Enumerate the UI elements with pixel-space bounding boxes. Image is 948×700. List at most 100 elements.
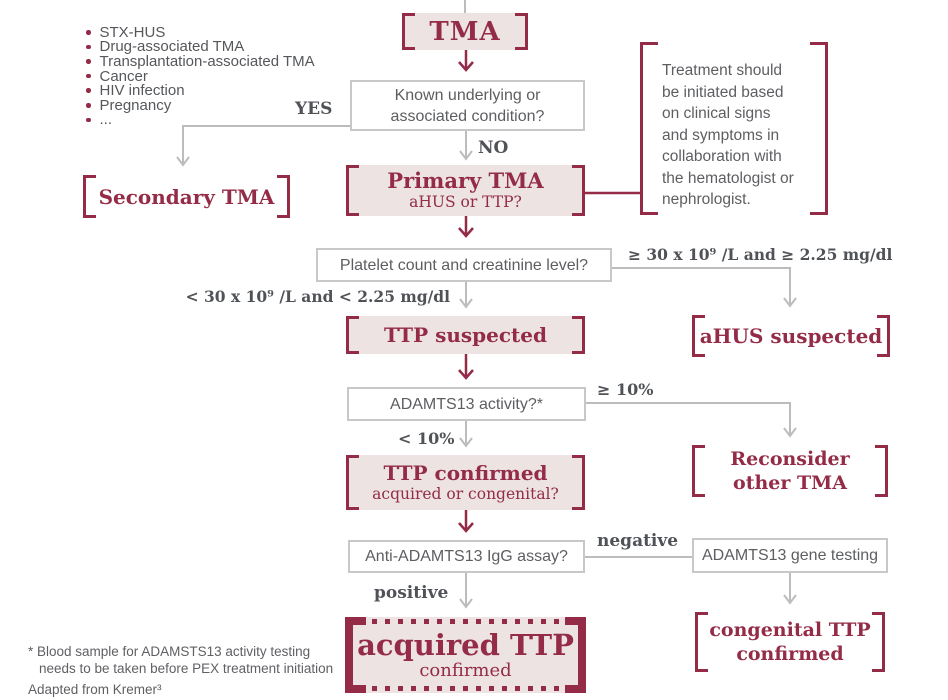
bracket-left [83, 175, 96, 218]
secondary-causes-list: STX-HUS Drug-associated TMA Transplantat… [86, 23, 315, 129]
bracket-right [572, 165, 585, 216]
question-line: Platelet count and creatinine level? [339, 256, 589, 274]
bracket-right [572, 316, 585, 354]
node-title-line: confirmed [736, 643, 844, 665]
question-line: Anti-ADAMTS13 IgG assay? [365, 548, 568, 565]
node-tma: TMA [402, 13, 528, 50]
cause-label: STX-HUS [99, 23, 166, 41]
note-line: the hematologist or [662, 169, 794, 187]
bracket-left [346, 165, 359, 216]
footnote-line: * Blood sample for ADAMSTS13 activity te… [28, 644, 311, 659]
list-item: ... [86, 111, 315, 129]
bullet-icon [86, 30, 91, 35]
node-primary-tma: Primary TMA aHUS or TTP? [346, 165, 585, 216]
node-subtitle: acquired or congenital? [372, 485, 559, 503]
node-gene-testing: ADAMTS13 gene testing [692, 538, 888, 573]
footnote-line: needs to be taken before PEX treatment i… [39, 661, 334, 676]
bullet-icon [86, 73, 91, 79]
branch-label-no: NO [478, 138, 509, 158]
node-ttp-suspected: TTP suspected [346, 316, 585, 354]
bullet-icon [86, 88, 91, 93]
cause-label: Cancer [99, 67, 148, 85]
note-line: nephrologist. [662, 191, 751, 208]
node-title: TTP suspected [384, 323, 547, 347]
list-item: HIV infection [86, 82, 315, 100]
bracket-left [402, 13, 415, 50]
cause-label: ... [99, 111, 113, 129]
branch-label-low-values: < 30 x 10⁹ /L and < 2.25 mg/dl [185, 287, 450, 306]
bracket-right [877, 315, 890, 357]
cause-label: Pregnancy [99, 96, 172, 114]
bracket-left [640, 42, 658, 215]
list-item: STX-HUS [86, 23, 315, 41]
branch-label-ge10: ≥ 10% [597, 380, 654, 399]
bracket-left [346, 316, 359, 354]
note-text: Treatment should be initiated based on c… [662, 60, 794, 211]
bracket-right [810, 42, 828, 215]
bracket-right [872, 612, 885, 672]
footnote-asterisk: * Blood sample for ADAMSTS13 activity te… [28, 643, 333, 677]
note-line: and symptoms in [662, 126, 780, 144]
branch-label-high-values: ≥ 30 x 10⁹ /L and ≥ 2.25 mg/dl [628, 245, 893, 264]
node-title-line: congenital TTP [709, 619, 871, 641]
bullet-icon [86, 44, 91, 50]
list-item: Cancer [86, 67, 315, 85]
bracket-right [515, 13, 528, 50]
node-title: Secondary TMA [98, 184, 275, 209]
node-title-line: Reconsider [730, 448, 850, 470]
node-title: TMA [429, 16, 501, 47]
footnote-source: Adapted from Kremer³ [28, 682, 162, 697]
cause-label: Drug-associated TMA [99, 38, 245, 56]
treatment-note: Treatment should be initiated based on c… [640, 42, 828, 215]
list-item: Transplantation-associated TMA [86, 52, 315, 70]
node-subtitle: aHUS or TTP? [409, 193, 522, 211]
branch-label-lt10: < 10% [398, 429, 455, 448]
bracket-left [695, 612, 708, 672]
node-adamts13-activity-question: ADAMTS13 activity?* [347, 387, 586, 421]
bracket-right [277, 175, 290, 218]
node-title: Primary TMA [387, 168, 544, 193]
note-line: on clinical signs [662, 105, 771, 122]
bracket-right [875, 445, 888, 497]
node-title: TTP confirmed [383, 461, 548, 485]
node-known-condition-question: Known underlying or associated condition… [350, 80, 585, 131]
list-item: Drug-associated TMA [86, 38, 315, 56]
node-subtitle: confirmed [419, 659, 512, 681]
bracket-right [572, 455, 585, 510]
bracket-left [346, 455, 359, 510]
node-anti-adamts13-question: Anti-ADAMTS13 IgG assay? [348, 540, 585, 573]
dotted-border-top [372, 619, 559, 624]
bracket-right [565, 617, 586, 693]
list-item: Pregnancy [86, 96, 315, 114]
node-ttp-confirmed: TTP confirmed acquired or congenital? [346, 455, 585, 510]
node-title: acquired TTP [357, 627, 574, 662]
note-line: collaboration with [662, 148, 782, 165]
branch-label-negative: negative [597, 531, 679, 551]
question-line: ADAMTS13 activity?* [390, 395, 543, 413]
bullet-icon [86, 59, 91, 64]
cause-label: Transplantation-associated TMA [99, 52, 315, 70]
note-line: Treatment should [662, 62, 783, 79]
node-title: aHUS suspected [699, 324, 883, 348]
bracket-left [345, 617, 366, 693]
node-acquired-ttp-confirmed: acquired TTP confirmed [345, 617, 586, 693]
branch-label-yes: YES [295, 99, 333, 119]
node-platelet-question: Platelet count and creatinine level? [316, 248, 612, 282]
bracket-left [692, 315, 705, 357]
cause-label: HIV infection [99, 82, 185, 100]
node-reconsider-other-tma: Reconsider other TMA [692, 445, 888, 497]
question-line: Known underlying or [394, 86, 541, 104]
bullet-icon [86, 103, 91, 108]
branch-label-positive: positive [374, 583, 449, 603]
node-title-line: other TMA [733, 472, 847, 494]
question-line: ADAMTS13 gene testing [701, 547, 879, 564]
node-ahus-suspected: aHUS suspected [692, 315, 890, 357]
note-line: be initiated based [662, 83, 784, 101]
question-line: associated condition? [390, 107, 545, 125]
bracket-left [692, 445, 705, 497]
dotted-border-bottom [372, 686, 559, 691]
node-secondary-tma: Secondary TMA [83, 175, 290, 218]
bullet-icon [86, 117, 91, 123]
